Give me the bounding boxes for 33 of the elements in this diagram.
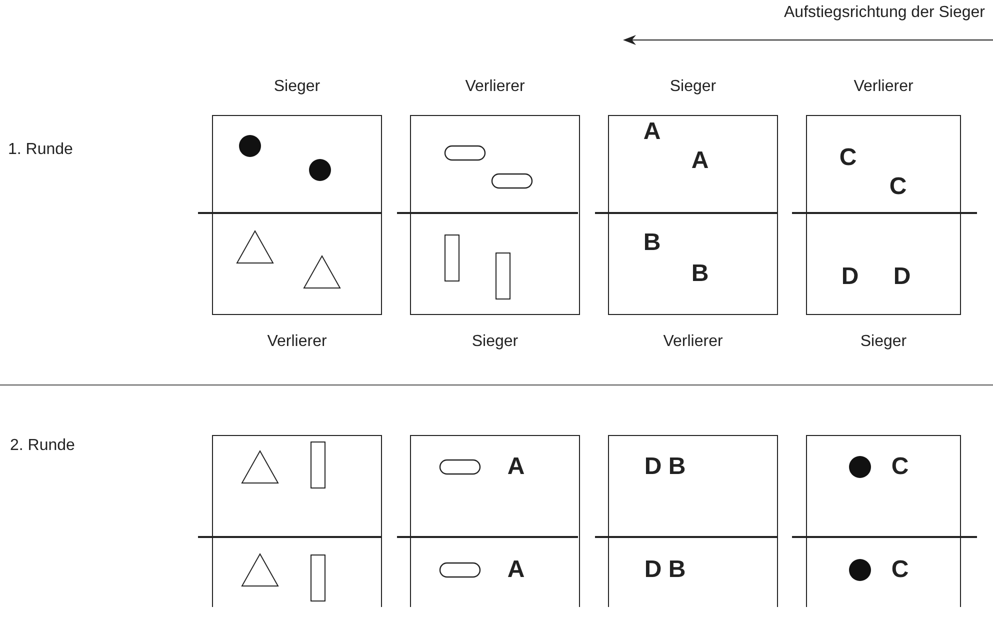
role-label: Sieger: [860, 332, 907, 352]
board-box: [410, 115, 580, 315]
piece-letter: C: [839, 145, 857, 171]
role-label: Sieger: [274, 77, 320, 97]
role-label: Verlierer: [854, 77, 914, 97]
piece-letter: B: [691, 261, 709, 287]
piece-letter: A: [691, 148, 709, 174]
direction-label: Aufstiegsrichtung der Sieger: [784, 3, 985, 23]
board-box: [806, 115, 961, 315]
role-label: Verlierer: [663, 332, 723, 352]
piece-letter: B: [643, 230, 661, 256]
piece-letter: C: [891, 557, 909, 583]
piece-letter: D: [841, 264, 859, 290]
board-box: [806, 435, 961, 607]
piece-letter: C: [891, 454, 909, 480]
role-label: Sieger: [472, 332, 518, 352]
piece-letter: A: [507, 454, 525, 480]
board-box: [410, 435, 580, 607]
round-label: 2. Runde: [10, 436, 75, 456]
role-label: Sieger: [670, 77, 716, 97]
piece-letter: D: [893, 264, 911, 290]
role-label: Verlierer: [465, 77, 525, 97]
piece-letter: A: [643, 119, 661, 145]
board-box: [212, 435, 382, 607]
piece-letter: D B: [644, 454, 686, 480]
piece-letter: C: [889, 174, 907, 200]
piece-letter: D B: [644, 557, 686, 583]
round-label: 1. Runde: [8, 140, 73, 160]
board-box: [608, 435, 778, 607]
board-box: [608, 115, 778, 315]
board-box: [212, 115, 382, 315]
role-label: Verlierer: [267, 332, 327, 352]
piece-letter: A: [507, 557, 525, 583]
